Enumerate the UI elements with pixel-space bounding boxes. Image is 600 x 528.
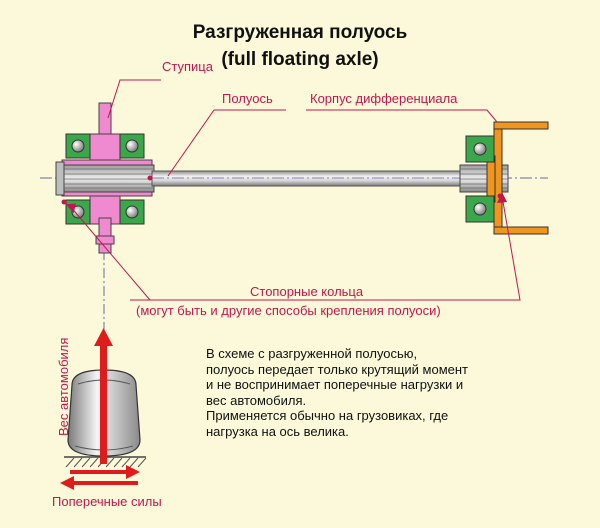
diagram-title: Разгруженная полуось [192, 22, 408, 43]
description-text: В схеме с разгруженной полуосью, полуось… [206, 346, 506, 439]
hub-label: Ступица [162, 59, 213, 74]
lateral-forces-label: Поперечные силы [52, 494, 162, 509]
retaining-rings-note: (могут быть и другие способы крепления п… [136, 303, 441, 318]
description-line: В схеме с разгруженной полуосью, [206, 346, 418, 361]
left-shaft-end [55, 161, 155, 196]
description-line: полуось передает только крутящий момент [206, 361, 468, 377]
description-line: вес автомобиля. [206, 392, 307, 408]
vehicle-weight-label: Вес автомобиля [56, 337, 71, 436]
left-bearings [65, 133, 145, 225]
right-bearings [465, 135, 495, 223]
description-line: нагрузка на ось велика. [206, 423, 349, 439]
retaining-rings-label: Стопорные кольца [250, 284, 364, 299]
lateral-forces-arrows [60, 465, 140, 490]
differential-housing [486, 121, 549, 235]
vehicle-weight-arrow [94, 328, 113, 464]
diagram-subtitle: (full floating axle) [221, 49, 379, 70]
description-line: и не воспринимает поперечные нагрузки и [206, 377, 464, 392]
half-shaft-label: Полуось [222, 91, 273, 106]
diff-housing-label: Корпус дифференциала [310, 91, 458, 106]
leader-lines [69, 79, 521, 301]
half-shaft [151, 170, 463, 187]
description-line: Применяется обычно на грузовиках, где [206, 408, 449, 423]
